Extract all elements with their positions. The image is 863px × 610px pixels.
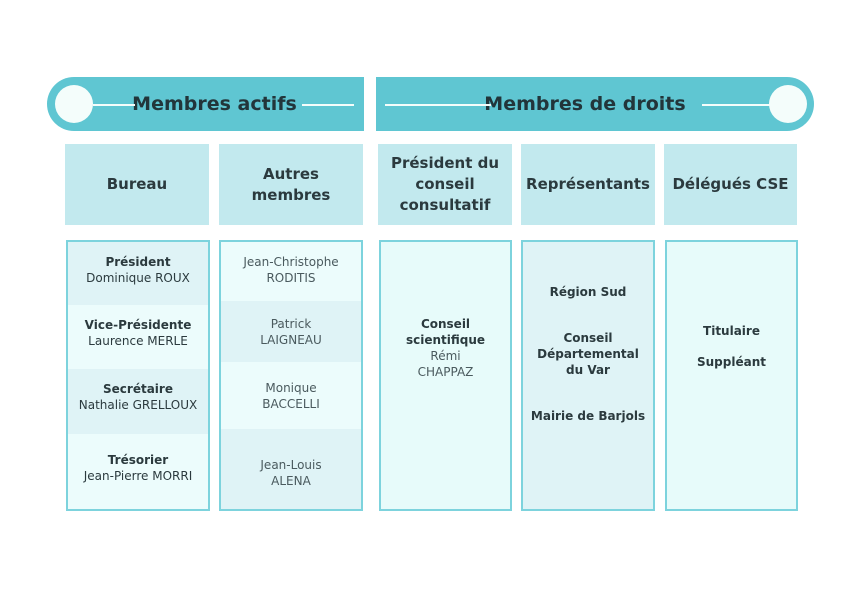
last-name: RODITIS [266, 271, 316, 285]
last-name: ALENA [271, 474, 311, 489]
divider [702, 104, 770, 106]
divider [302, 104, 354, 106]
divider [93, 104, 135, 106]
role: Conseil scientifique [405, 317, 486, 347]
header-label: Représentants [526, 175, 650, 193]
role: Président [105, 255, 171, 269]
first-name: Monique [265, 381, 317, 396]
president-column: Conseil scientifique Rémi CHAPPAZ [379, 240, 512, 511]
representants-column: Région Sud Conseil Départemental du Var … [521, 240, 655, 511]
header-label: Président du conseil consultatif [390, 154, 500, 214]
header-label: Délégués CSE [672, 175, 789, 193]
name: Laurence MERLE [88, 334, 188, 349]
name: Rémi CHAPPAZ [417, 349, 474, 379]
header-delegues: Délégués CSE [664, 144, 797, 225]
divider [385, 104, 491, 106]
header-representants: Représentants [521, 144, 655, 225]
delegues-column: Titulaire Suppléant [665, 240, 798, 511]
circle-decoration [55, 85, 93, 123]
header-bureau: Bureau [65, 144, 209, 225]
name: Jean-Pierre MORRI [83, 469, 193, 484]
last-name: LAIGNEAU [260, 332, 322, 347]
representant: Conseil Départemental du Var [537, 331, 639, 377]
banner-title: Membres de droits [484, 93, 686, 115]
header-autres-membres: Autres membres [219, 144, 363, 225]
delegue: Titulaire [703, 324, 760, 338]
role: Vice-Présidente [84, 318, 192, 333]
header-label: Bureau [106, 175, 168, 193]
name: Dominique ROUX [86, 271, 190, 285]
first-name: Jean-Christophe [243, 255, 339, 269]
representant: Région Sud [549, 285, 627, 299]
header-president: Président du conseil consultatif [378, 144, 512, 225]
banner-title: Membres actifs [132, 93, 297, 115]
delegue: Suppléant [697, 355, 766, 369]
circle-decoration [769, 85, 807, 123]
role: Trésorier [107, 453, 169, 468]
name: Nathalie GRELLOUX [78, 397, 198, 412]
last-name: BACCELLI [262, 397, 320, 412]
first-name: Jean-Louis [260, 458, 322, 473]
first-name: Patrick [270, 316, 312, 331]
representant: Mairie de Barjols [530, 409, 646, 423]
role: Secrétaire [103, 381, 173, 396]
header-label: Autres membres [251, 164, 331, 204]
